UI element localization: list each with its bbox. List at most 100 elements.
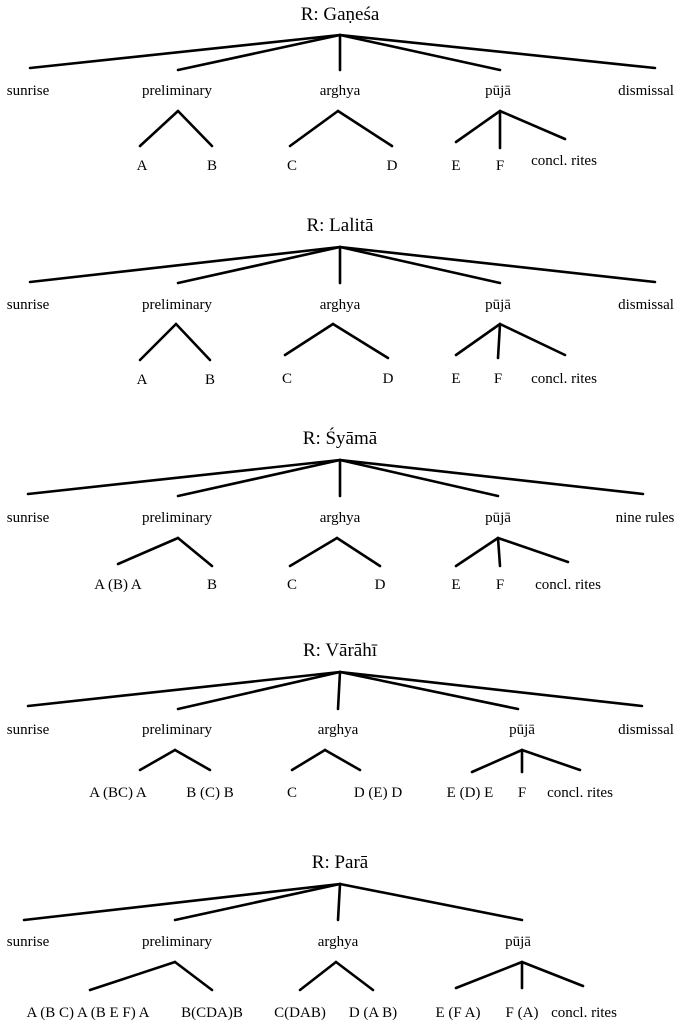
leaf-c: C bbox=[287, 577, 297, 593]
sub-branch-b-cda-b bbox=[173, 960, 214, 992]
branch-sunrise bbox=[26, 458, 342, 496]
sub-branch-c-dab bbox=[298, 960, 338, 992]
leaf-c: C bbox=[282, 371, 292, 387]
leaf-concl-rites: concl. rites bbox=[551, 1005, 617, 1021]
sub-branch-concl-rites bbox=[520, 960, 585, 988]
leaf-e: E bbox=[451, 577, 460, 593]
leaf-e-f-a: E (F A) bbox=[436, 1005, 481, 1021]
branch-nine-rules bbox=[338, 458, 645, 496]
branch-sunrise bbox=[28, 33, 342, 70]
sub-branch-d-e-d bbox=[323, 748, 362, 772]
sub-branch-e bbox=[454, 322, 502, 357]
leaf-f: F bbox=[518, 785, 526, 801]
leaf-e-d-e: E (D) E bbox=[447, 785, 494, 801]
leaf-b: B bbox=[205, 372, 215, 388]
node-sunrise: sunrise bbox=[7, 722, 50, 738]
branch-sunrise bbox=[26, 670, 342, 708]
sub-branch-f bbox=[496, 322, 502, 360]
sub-branch-e-d-e bbox=[470, 748, 524, 774]
node-preliminary: preliminary bbox=[142, 722, 212, 738]
leaf-d: D bbox=[375, 577, 386, 593]
node-dismissal: dismissal bbox=[618, 297, 674, 313]
leaf-d-e-d: D (E) D bbox=[354, 785, 402, 801]
leaf-b-c-b: B (C) B bbox=[186, 785, 234, 801]
branch-puja bbox=[338, 33, 502, 72]
node-preliminary: preliminary bbox=[142, 83, 212, 99]
branch-arghya bbox=[336, 670, 342, 711]
node-sunrise: sunrise bbox=[7, 510, 50, 526]
sub-branch-d bbox=[335, 536, 382, 568]
leaf-e: E bbox=[451, 158, 460, 174]
leaf-c: C bbox=[287, 158, 297, 174]
leaf-a: A bbox=[137, 158, 148, 174]
branch-arghya bbox=[336, 882, 342, 922]
branch-puja bbox=[338, 458, 500, 498]
leaf-d: D bbox=[383, 371, 394, 387]
leaf-c-dab: C(DAB) bbox=[274, 1005, 326, 1021]
sub-branch-c bbox=[290, 748, 327, 772]
leaf-a-bc-a: A (BC) A bbox=[89, 785, 147, 801]
leaf-f: F bbox=[496, 577, 504, 593]
node-sunrise: sunrise bbox=[7, 83, 50, 99]
sub-branch-b bbox=[176, 109, 214, 148]
node-arghya: arghya bbox=[320, 83, 361, 99]
branch-sunrise bbox=[28, 245, 342, 284]
leaf-b-cda-b: B(CDA)B bbox=[181, 1005, 243, 1021]
sub-branch-c bbox=[288, 109, 340, 148]
leaf-b: B bbox=[207, 577, 217, 593]
leaf-f: F bbox=[496, 158, 504, 174]
sub-branch-c bbox=[283, 322, 335, 357]
branch-preliminary bbox=[176, 245, 342, 285]
tree-title: R: Parā bbox=[312, 852, 369, 873]
branch-preliminary bbox=[176, 33, 342, 72]
sub-branch-a bbox=[138, 322, 178, 362]
leaf-f: F bbox=[494, 371, 502, 387]
tree-r-syama: R: Śyāmā sunrise preliminary A (B) A Barghya… bbox=[7, 427, 675, 593]
leaf-a-b-a: A (B) A bbox=[94, 577, 142, 593]
leaf-e: E bbox=[451, 371, 460, 387]
leaf-concl-rites: concl. rites bbox=[531, 153, 597, 169]
branch-preliminary bbox=[176, 670, 342, 711]
sub-branch-e-f-a bbox=[454, 960, 524, 990]
branch-puja bbox=[338, 670, 520, 711]
sub-branch-a-b-c-a-b-e-f-a bbox=[88, 960, 177, 992]
node-arghya: arghya bbox=[320, 510, 361, 526]
sub-branch-b-c-b bbox=[173, 748, 212, 772]
sub-branch-a-b-a bbox=[116, 536, 180, 566]
node-dismissal: dismissal bbox=[618, 83, 674, 99]
sub-branch-a-bc-a bbox=[138, 748, 177, 772]
leaf-concl-rites: concl. rites bbox=[547, 785, 613, 801]
tree-title: R: Śyāmā bbox=[303, 427, 378, 449]
leaf-a-b-c-a-b-e-f-a: A (B C) A (B E F) A bbox=[27, 1005, 150, 1021]
branch-sunrise bbox=[22, 882, 342, 922]
sub-branch-b bbox=[176, 536, 214, 568]
branch-preliminary bbox=[173, 882, 342, 922]
node-puja: pūjā bbox=[485, 297, 511, 313]
sub-branch-concl-rites bbox=[496, 536, 570, 564]
node-puja: pūjā bbox=[485, 510, 511, 526]
leaf-c: C bbox=[287, 785, 297, 801]
sub-branch-f bbox=[496, 536, 502, 568]
leaf-concl-rites: concl. rites bbox=[535, 577, 601, 593]
branch-dismissal bbox=[338, 670, 644, 708]
branch-dismissal bbox=[338, 245, 657, 284]
leaf-a: A bbox=[137, 372, 148, 388]
node-dismissal: dismissal bbox=[618, 722, 674, 738]
tree-title: R: Vārāhī bbox=[303, 640, 378, 661]
sub-branch-d bbox=[336, 109, 394, 148]
sub-branch-concl-rites bbox=[498, 322, 567, 357]
leaf-d: D bbox=[387, 158, 398, 174]
sub-branch-a bbox=[138, 109, 180, 148]
sub-branch-b bbox=[174, 322, 212, 362]
tree-title: R: Gaṇeśa bbox=[301, 4, 380, 25]
branch-preliminary bbox=[176, 458, 342, 498]
node-preliminary: preliminary bbox=[142, 934, 212, 950]
sub-branch-d-a-b bbox=[334, 960, 375, 992]
leaf-concl-rites: concl. rites bbox=[531, 371, 597, 387]
node-puja: pūjā bbox=[485, 83, 511, 99]
node-preliminary: preliminary bbox=[142, 510, 212, 526]
branch-dismissal bbox=[338, 33, 657, 70]
tree-title: R: Lalitā bbox=[306, 215, 374, 236]
